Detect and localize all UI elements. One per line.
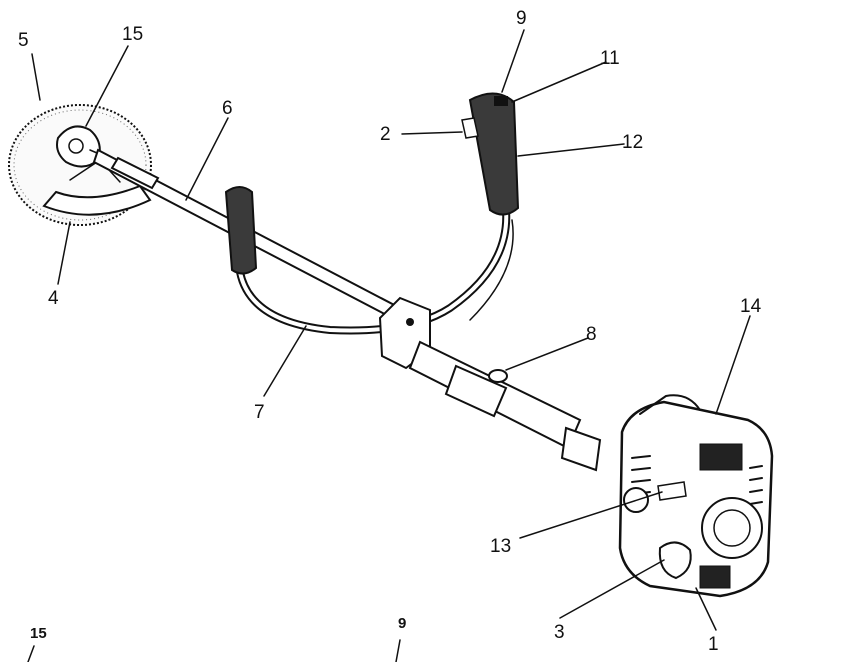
callout-5: 5 <box>18 30 29 51</box>
harness-ring <box>488 369 508 383</box>
blade-guard <box>42 159 152 216</box>
callout-11: 11 <box>600 48 620 69</box>
ignition-switch <box>657 481 687 501</box>
callout-2: 2 <box>380 124 391 145</box>
choke-lever <box>699 565 731 589</box>
callout-1: 1 <box>708 634 719 655</box>
engine <box>618 394 774 598</box>
callout-13: 13 <box>490 536 511 557</box>
callout-6: 6 <box>222 98 233 119</box>
drive-tube <box>408 340 602 472</box>
callout-9: 9 <box>516 8 527 29</box>
left-grip <box>224 186 258 275</box>
right-grip-throttle-handle <box>461 92 520 321</box>
callout-4: 4 <box>48 288 59 309</box>
callout-8: 8 <box>586 324 597 345</box>
primer-bulb <box>658 541 692 580</box>
callout-3: 3 <box>554 622 565 643</box>
bottom-label-9: 9 <box>398 615 406 632</box>
callout-15: 15 <box>122 24 143 45</box>
bottom-label-15: 15 <box>30 625 47 642</box>
leader-lines <box>27 29 751 662</box>
callout-14: 14 <box>740 296 762 317</box>
callout-7: 7 <box>254 402 265 423</box>
callout-12: 12 <box>622 132 643 153</box>
handlebar <box>236 206 511 335</box>
